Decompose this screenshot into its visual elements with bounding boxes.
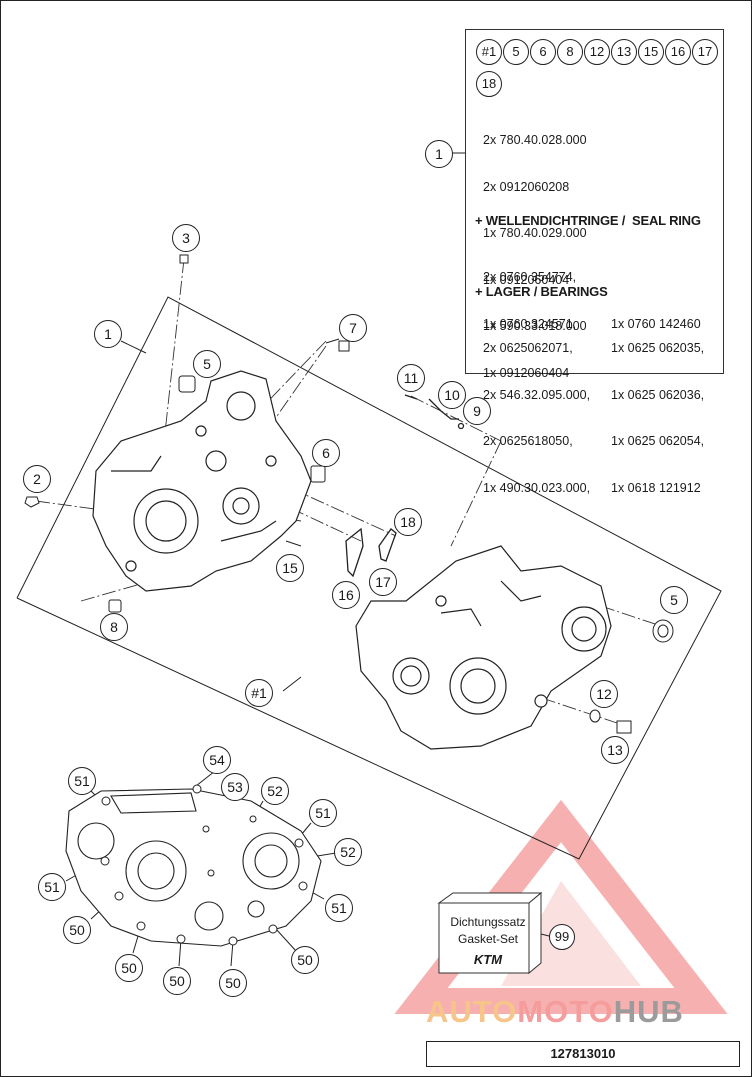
callout-51: 51 xyxy=(309,799,337,827)
seal-ring-line: 1x 0760 142460 xyxy=(611,316,701,331)
callout-3: 3 xyxy=(172,224,200,252)
bearings-right-column: 1x 0625 062035, 1x 0625 062036, 1x 0625 … xyxy=(611,310,704,527)
callout-11: 11 xyxy=(397,364,425,392)
callout-1-top: 1 xyxy=(425,140,453,168)
part-5-bearing-left xyxy=(178,375,196,393)
callout-99: 99 xyxy=(549,924,575,950)
legend-chip: 16 xyxy=(665,39,691,65)
watermark-moto: MOTO xyxy=(517,994,614,1029)
callout-18: 18 xyxy=(394,508,422,536)
legend-chip: 13 xyxy=(611,39,637,65)
part-6-bush xyxy=(310,465,326,483)
ktm-logo: KTM xyxy=(473,952,503,967)
assembly-frame xyxy=(16,296,722,860)
legend-part-line: 1x 0912060404 xyxy=(483,365,570,380)
left-crankcase-half xyxy=(92,370,312,592)
callout-7: 7 xyxy=(339,314,367,342)
legend-chip: 18 xyxy=(476,71,502,97)
callout-1-left: 1 xyxy=(94,320,122,348)
callout-50: 50 xyxy=(291,946,319,974)
bearings-header: + LAGER / BEARINGS xyxy=(475,284,608,299)
callout-9: 9 xyxy=(463,397,491,425)
callout-50: 50 xyxy=(163,967,191,995)
gasket-set-label-en: Gasket-Set xyxy=(457,932,519,946)
part-3-bolt xyxy=(179,254,189,264)
bearing-line: 1x 0618 121912 xyxy=(611,480,701,495)
seal-ring-line: 2x 0760 354774, xyxy=(483,270,577,284)
callout-10: 10 xyxy=(438,381,466,409)
legend-chip: 5 xyxy=(503,39,529,65)
seal-ring-right-column: 1x 0760 142460 xyxy=(611,239,701,363)
part-number-box: 127813010 xyxy=(426,1041,740,1067)
watermark-text: AUTOMOTOHUB xyxy=(426,994,684,1030)
right-crankcase-half xyxy=(355,545,612,750)
callout-12: 12 xyxy=(590,680,618,708)
callout-5-left: 5 xyxy=(193,350,221,378)
part-7-pin xyxy=(338,340,350,352)
legend-part-line: 1x 780.40.029.000 xyxy=(483,226,587,240)
legend-part-line: 2x 780.40.028.000 xyxy=(483,133,587,147)
callout-52: 52 xyxy=(334,838,362,866)
bearing-line: 1x 0625 062054, xyxy=(611,434,705,448)
part-12-washer xyxy=(589,709,601,723)
legend-chip: 6 xyxy=(530,39,556,65)
callout-13: 13 xyxy=(601,736,629,764)
part-2-screw xyxy=(24,496,40,508)
brackets xyxy=(345,394,465,578)
seal-ring-line: 1x 0760 324571, xyxy=(483,316,577,331)
callout-5-right: 5 xyxy=(660,586,688,614)
callout-51: 51 xyxy=(38,873,66,901)
legend-chip: #1 xyxy=(476,39,502,65)
callout-51: 51 xyxy=(68,767,96,795)
seal-ring-left-column: 2x 0760 354774, 1x 0760 324571, xyxy=(483,239,576,363)
callout-15: 15 xyxy=(276,554,304,582)
bearing-line: 2x 0625062071, xyxy=(483,341,573,355)
seal-ring-header: + WELLENDICHTRINGE / SEAL RING xyxy=(475,213,701,228)
watermark-hub: HUB xyxy=(613,994,684,1029)
legend-chip: 17 xyxy=(692,39,718,65)
legend-part-line: 2x 0912060208 xyxy=(483,179,570,194)
callout-54: 54 xyxy=(203,746,231,774)
callout-53: 53 xyxy=(221,773,249,801)
callout-50: 50 xyxy=(63,916,91,944)
watermark-auto: AUTO xyxy=(426,994,518,1029)
bolt-layout-view xyxy=(65,788,322,947)
callout-50: 50 xyxy=(219,969,247,997)
callout-51: 51 xyxy=(325,894,353,922)
callout-assembly: #1 xyxy=(245,679,273,707)
gasket-set-box xyxy=(437,891,543,975)
callout-6: 6 xyxy=(312,439,340,467)
callout-2: 2 xyxy=(23,465,51,493)
gasket-set-label-de: Dichtungssatz xyxy=(450,915,526,929)
part-13-plug xyxy=(616,720,632,734)
callout-50: 50 xyxy=(115,954,143,982)
seal-ring-line xyxy=(611,270,701,286)
bearings-left-column: 2x 0625062071, 2x 546.32.095.000, 2x 062… xyxy=(483,310,590,527)
legend-chip: 12 xyxy=(584,39,610,65)
legend-part-list: 2x 780.40.028.000 2x 0912060208 1x 780.4… xyxy=(483,102,587,412)
legend-part-line: 1x 590.33.018.000 xyxy=(483,319,587,333)
bearing-line: 1x 490.30.023.000, xyxy=(483,480,591,495)
callout-16: 16 xyxy=(332,581,360,609)
bolt-markers xyxy=(100,784,308,946)
callout-8: 8 xyxy=(100,613,128,641)
bearing-line: 2x 546.32.095.000, xyxy=(483,387,591,402)
part-8-pin xyxy=(108,599,122,613)
bearing-line: 1x 0625 062036, xyxy=(611,387,705,402)
callout-17: 17 xyxy=(369,568,397,596)
legend-part-line: 1x 0912060404 xyxy=(483,272,570,287)
bearing-line: 2x 0625618050, xyxy=(483,434,573,448)
callout-52: 52 xyxy=(261,777,289,805)
legend-chip: 8 xyxy=(557,39,583,65)
legend-chip: 15 xyxy=(638,39,664,65)
bearing-line: 1x 0625 062035, xyxy=(611,341,705,355)
